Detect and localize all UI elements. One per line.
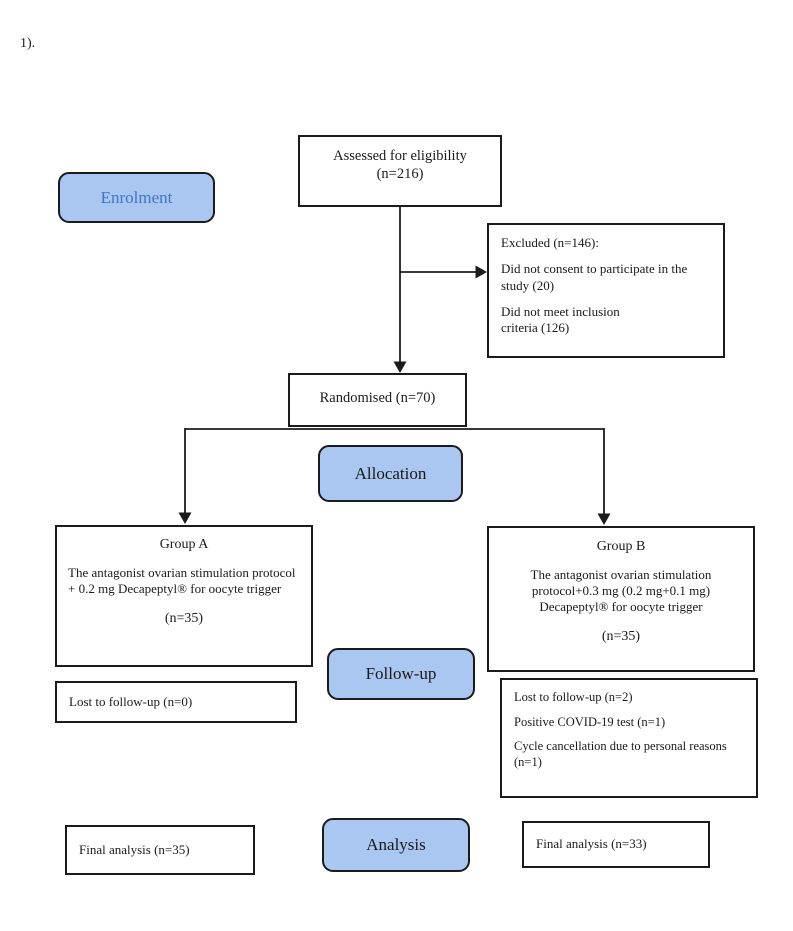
excluded-title: Excluded (n=146):	[501, 235, 599, 250]
box-randomised: Randomised (n=70)	[288, 373, 467, 427]
excluded-reason-no-consent: Did not consent to participate in the st…	[501, 261, 688, 293]
stage-label-analysis-text: Analysis	[366, 835, 426, 854]
group-b-title: Group B	[596, 539, 646, 554]
excluded-reason-inclusion-criteria: Did not meet inclusion criteria (126)	[501, 303, 620, 335]
followup-b-lost: Lost to follow-up (n=2)	[514, 690, 633, 704]
box-lost-to-follow-up-group-b: Lost to follow-up (n=2) Positive COVID-1…	[500, 678, 758, 798]
group-b-description: The antagonist ovarian stimulation proto…	[530, 566, 712, 615]
randomised-label: Randomised (n=70)	[319, 390, 436, 406]
stage-label-allocation: Allocation	[318, 445, 463, 502]
assessed-title: Assessed for eligibility	[333, 148, 467, 164]
arrowhead-to-randomised	[393, 361, 407, 373]
stage-label-analysis: Analysis	[322, 818, 470, 872]
followup-a-line: Lost to follow-up (n=0)	[69, 694, 193, 709]
arrowhead-to-group-a	[178, 512, 192, 524]
final-b-label: Final analysis (n=33)	[536, 836, 647, 851]
arrowhead-to-excluded	[475, 265, 487, 279]
followup-b-cancellation: Cycle cancellation due to personal reaso…	[514, 739, 727, 769]
stage-label-follow-up-text: Follow-up	[365, 664, 437, 683]
box-group-a: Group A The antagonist ovarian stimulati…	[55, 525, 313, 667]
final-a-label: Final analysis (n=35)	[79, 842, 190, 857]
box-final-analysis-group-a: Final analysis (n=35)	[65, 825, 255, 875]
stage-label-allocation-text: Allocation	[354, 463, 427, 483]
group-a-n: (n=35)	[164, 611, 204, 626]
arrowhead-to-group-b	[597, 513, 611, 525]
followup-b-covid: Positive COVID-19 test (n=1)	[514, 714, 666, 729]
stage-label-follow-up: Follow-up	[327, 648, 475, 700]
box-assessed-for-eligibility: Assessed for eligibility (n=216)	[298, 135, 502, 207]
box-group-b: Group B The antagonist ovarian stimulati…	[487, 526, 755, 672]
stage-label-enrolment-text: Enrolment	[100, 187, 173, 207]
stage-label-enrolment: Enrolment	[58, 172, 215, 223]
group-a-title: Group A	[159, 537, 209, 552]
group-a-description: The antagonist ovarian stimulation proto…	[68, 564, 296, 596]
figure-reference-text: 1).	[20, 36, 36, 51]
group-b-n: (n=35)	[601, 629, 641, 645]
assessed-n: (n=216)	[376, 166, 424, 183]
box-excluded: Excluded (n=146): Did not consent to par…	[487, 223, 725, 358]
box-lost-to-follow-up-group-a: Lost to follow-up (n=0)	[55, 681, 297, 723]
box-final-analysis-group-b: Final analysis (n=33)	[522, 821, 710, 868]
